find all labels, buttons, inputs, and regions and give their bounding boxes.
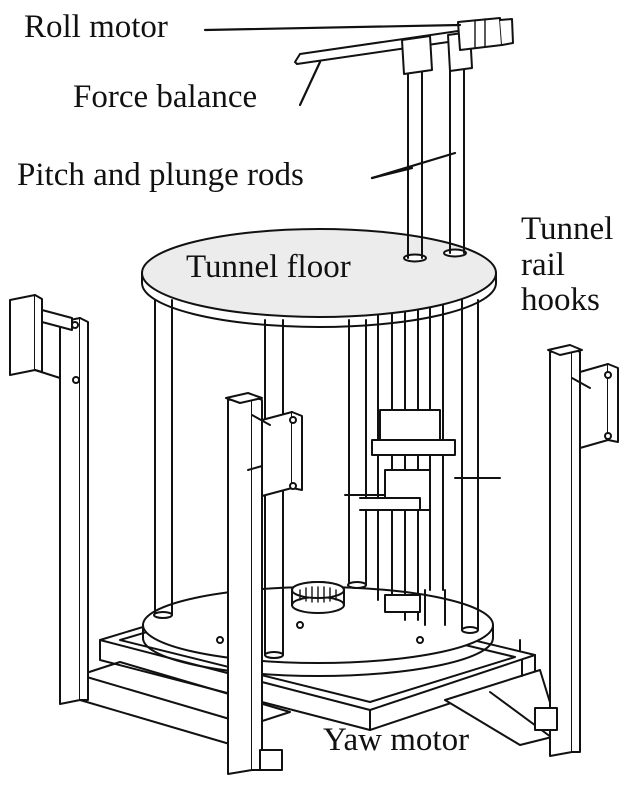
support-columns	[153, 299, 479, 659]
label-tunnel-floor: Tunnel floor	[186, 249, 351, 285]
leader-pitch-rod-2	[370, 151, 457, 180]
leader-lines	[203, 23, 462, 180]
label-tunnel-rail-hooks: Tunnel rail hooks	[521, 211, 614, 319]
central-actuators	[344, 299, 501, 626]
rail-hook-left	[9, 294, 89, 705]
rail-hook-front	[225, 392, 303, 775]
label-force-balance: Force balance	[73, 79, 258, 115]
pitch-plunge-assembly	[294, 17, 514, 259]
label-rail-line-2: rail	[521, 246, 565, 283]
label-yaw-motor: Yaw motor	[323, 722, 470, 758]
leader-force-balance	[298, 60, 322, 107]
label-rail-line-3: hooks	[521, 282, 600, 319]
leader-roll-motor	[203, 23, 462, 32]
label-rail-line-1: Tunnel	[521, 211, 614, 247]
rail-hook-right	[519, 344, 619, 757]
label-roll-motor: Roll motor	[24, 9, 168, 45]
label-pitch-plunge-rods: Pitch and plunge rods	[17, 157, 304, 193]
